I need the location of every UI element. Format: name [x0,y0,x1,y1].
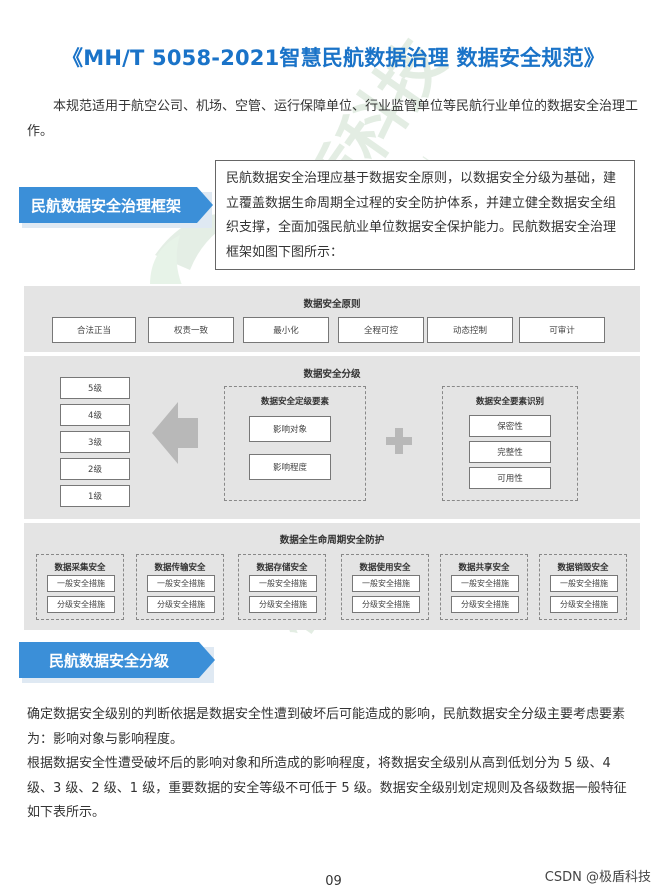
lifecycle-stage-title: 数据使用安全 [359,563,411,573]
lifecycle-stage: 数据采集安全一般安全措施分级安全措施 [36,554,124,620]
framework-callout: 民航数据安全治理应基于数据安全原则，以数据安全分级为基础，建立覆盖数据生命周期全… [215,160,635,270]
principle-item: 合法正当 [52,317,136,343]
principle-item: 可审计 [519,317,605,343]
principles-panel: 数据安全原则 合法正当 权责一致 最小化 全程可控 动态控制 可审计 [24,286,640,352]
lifecycle-stage: 数据传输安全一般安全措施分级安全措施 [136,554,224,620]
lifecycle-stage-title: 数据采集安全 [54,563,106,573]
security-measure-item: 一般安全措施 [47,575,115,592]
lifecycle-panel: 数据全生命周期安全防护 [24,523,640,630]
level-item: 3级 [60,431,130,453]
security-measure-item: 一般安全措施 [249,575,317,592]
grading-paragraph-2: 根据数据安全性遭受破坏后的影响对象和所造成的影响程度，将数据安全级别从高到低划分… [27,756,627,820]
grading-factors-title: 数据安全定级要素 [260,397,329,407]
lifecycle-stage: 数据使用安全一般安全措施分级安全措施 [341,554,429,620]
section-heading-framework: 民航数据安全治理框架 [19,187,213,223]
section-heading-grading: 民航数据安全分级 [19,642,215,678]
page-title: 《MH/T 5058-2021智慧民航数据治理 数据安全规范》 [62,46,605,70]
grading-title: 数据安全分级 [303,369,361,380]
left-arrow-icon [152,402,198,464]
factor-item: 影响程度 [249,454,331,480]
lifecycle-stage: 数据共享安全一般安全措施分级安全措施 [440,554,528,620]
lifecycle-stage: 数据存储安全一般安全措施分级安全措施 [238,554,326,620]
lifecycle-stage-title: 数据传输安全 [154,563,206,573]
source-credit: CSDN @极盾科技 [544,870,651,885]
grading-panel: 数据安全分级 5级 4级 3级 2级 1级 数据安全定级要素 影响对象 影响程度… [24,356,640,519]
element-item: 可用性 [469,467,551,489]
security-measure-item: 一般安全措施 [451,575,519,592]
security-elements-title: 数据安全要素识别 [475,397,544,407]
plus-icon [386,428,412,454]
lifecycle-stage-title: 数据销毁安全 [557,563,609,573]
security-elements-box: 数据安全要素识别 保密性 完整性 可用性 [442,386,578,501]
security-measure-item: 分级安全措施 [550,596,618,613]
level-item: 2级 [60,458,130,480]
lifecycle-stage: 数据销毁安全一般安全措施分级安全措施 [539,554,627,620]
security-measure-item: 一般安全措施 [147,575,215,592]
page-number: 09 [325,874,342,889]
grading-body: 确定数据安全级别的判断依据是数据安全性遭到破坏后可能造成的影响，民航数据安全分级… [27,703,639,826]
principles-title: 数据安全原则 [303,299,361,310]
lifecycle-stage-title: 数据存储安全 [256,563,308,573]
security-measure-item: 分级安全措施 [249,596,317,613]
security-measure-item: 一般安全措施 [352,575,420,592]
principle-item: 动态控制 [427,317,513,343]
security-measure-item: 分级安全措施 [47,596,115,613]
grading-paragraph-1: 确定数据安全级别的判断依据是数据安全性遭到破坏后可能造成的影响，民航数据安全分级… [27,707,626,747]
element-item: 保密性 [469,415,551,437]
factor-item: 影响对象 [249,416,331,442]
level-item: 4级 [60,404,130,426]
security-measure-item: 分级安全措施 [451,596,519,613]
lifecycle-stage-title: 数据共享安全 [458,563,510,573]
principle-item: 最小化 [243,317,329,343]
principle-item: 权责一致 [148,317,234,343]
intro-paragraph: 本规范适用于航空公司、机场、空管、运行保障单位、行业监管单位等民航行业单位的数据… [27,99,639,139]
security-measure-item: 一般安全措施 [550,575,618,592]
grading-factors-box: 数据安全定级要素 影响对象 影响程度 [224,386,366,501]
security-measure-item: 分级安全措施 [147,596,215,613]
lifecycle-title: 数据全生命周期安全防护 [279,535,385,546]
element-item: 完整性 [469,441,551,463]
principle-item: 全程可控 [338,317,424,343]
level-item: 5级 [60,377,130,399]
security-measure-item: 分级安全措施 [352,596,420,613]
level-item: 1级 [60,485,130,507]
